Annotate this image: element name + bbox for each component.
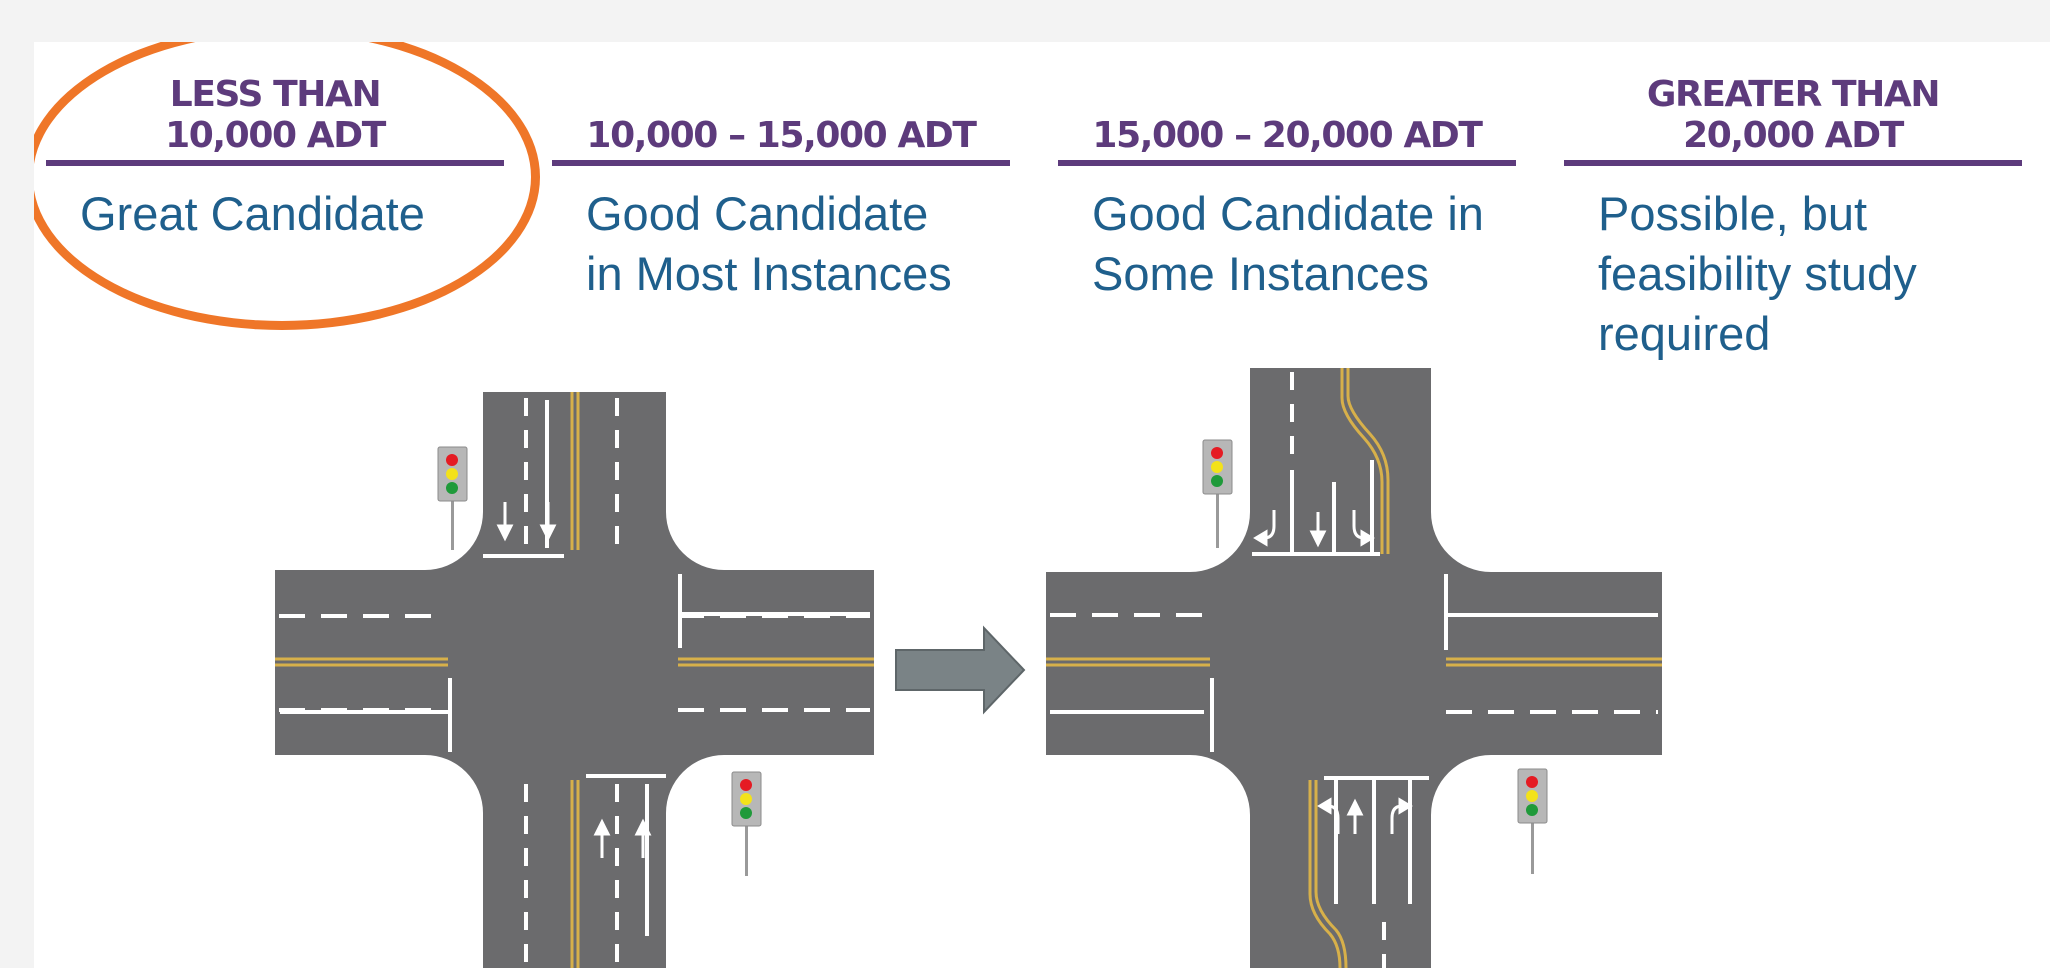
- highlight-circle: [34, 42, 540, 330]
- category-description: Good Candidate in Most Instances: [586, 187, 952, 300]
- heading-underline: [1058, 160, 1516, 166]
- category-description: Possible, but feasibility study required: [1598, 187, 1917, 360]
- category-heading: GREATER THAN 20,000 ADT: [1564, 62, 2022, 166]
- category-column: 15,000 – 20,000 ADT Good Candidate in So…: [1058, 62, 1516, 304]
- category-column: 10,000 – 15,000 ADT Good Candidate in Mo…: [552, 62, 1010, 304]
- intersection-diagram: [275, 368, 1662, 968]
- category-heading-text: 10,000 – 15,000 ADT: [586, 115, 977, 156]
- category-heading: 15,000 – 20,000 ADT: [1058, 62, 1516, 166]
- category-column: LESS THAN 10,000 ADT Great Candidate: [34, 42, 540, 330]
- intersection-after: [1046, 368, 1662, 968]
- traffic-signal-icon: [1517, 768, 1548, 874]
- category-heading-text: 15,000 – 20,000 ADT: [1092, 115, 1483, 156]
- heading-underline: [1564, 160, 2022, 166]
- slide: LESS THAN 10,000 ADT Great Candidate 10,…: [34, 42, 2050, 968]
- traffic-signal-icon: [437, 446, 468, 550]
- category-column: GREATER THAN 20,000 ADT Possible, but fe…: [1564, 62, 2022, 364]
- traffic-signal-icon: [1202, 439, 1233, 548]
- traffic-signal-icon: [731, 771, 762, 876]
- right-arrow-icon: [895, 625, 1026, 715]
- category-description: Good Candidate in Some Instances: [1092, 187, 1484, 300]
- category-heading-text: GREATER THAN 20,000 ADT: [1646, 74, 1941, 156]
- heading-underline: [552, 160, 1010, 166]
- intersection-before: [275, 392, 874, 968]
- category-heading: 10,000 – 15,000 ADT: [552, 62, 1010, 166]
